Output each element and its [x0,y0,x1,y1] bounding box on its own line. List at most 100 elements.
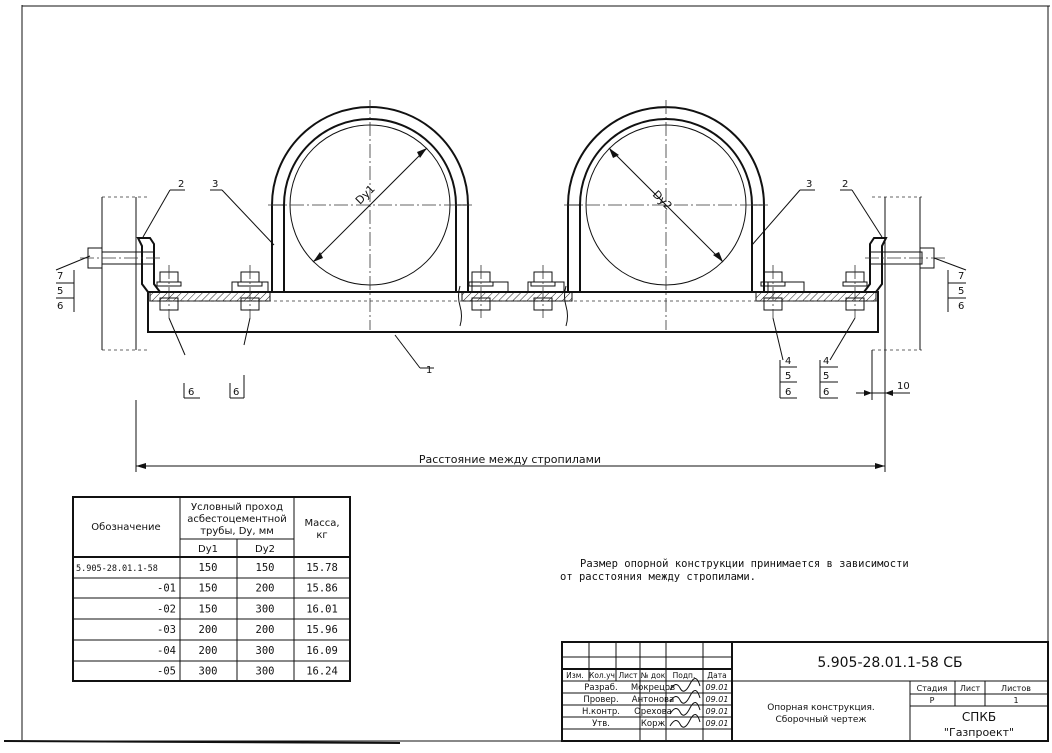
spec-cell-dy2: 300 [256,666,275,678]
tb-role: Утв. [592,719,610,729]
break-lines [458,285,568,327]
spec-cell-dy2: 300 [256,645,275,657]
tb-name: Корж [641,719,666,729]
callout-6-a: 6 [785,387,791,398]
sheet-frame [3,5,1050,744]
note-line-2: от расстояния между стропилами. [560,571,756,583]
tb-name: Антонова [632,695,675,705]
pipe-clamp-1 [231,100,509,330]
tb-date: 09.01 [706,683,729,692]
callout-2-right: 2 [842,179,848,190]
spec-cell-dy2: 200 [256,624,275,636]
spec-cell-dy1: 150 [199,562,218,574]
callout-6-b: 6 [823,387,829,398]
tb-col-izm: Изм. [566,671,584,680]
spec-cell-dy2: 300 [256,603,275,615]
callout-1: 1 [426,365,432,376]
callout-6-bottom-a: 6 [188,387,194,398]
spec-cell-mass: 16.24 [306,666,338,678]
spec-header-mass-line1: Масса, [304,518,339,529]
tb-date: 09.01 [706,695,729,704]
spec-cell-mass: 16.01 [306,603,338,615]
spec-cell-mass: 15.86 [306,583,338,595]
rafter-left [101,196,148,351]
spec-cell-mass: 16.09 [306,645,338,657]
spec-sub-dy2: Dy2 [255,544,275,555]
tb-name: Мокрецов [631,683,675,693]
spec-cell-designation: 5.905-28.01.1-58 [76,564,158,574]
spec-cell-dy1: 200 [199,645,218,657]
spec-cell-designation: -01 [157,583,176,595]
leader-lines [55,189,967,399]
title-line-1: Опорная конструкция. [767,703,875,713]
spec-cell-dy1: 150 [199,583,218,595]
callout-4-b: 4 [823,356,829,367]
spec-cell-dy1: 200 [199,624,218,636]
doc-number: 5.905-28.01.1-58 СБ [817,655,962,671]
pipe-label-dy1: Dy1 [353,182,378,207]
bracket-right [862,237,888,293]
bolt-left [80,247,160,269]
callout-7-right: 7 [958,271,964,282]
signature-mark [669,702,701,716]
spec-cell-mass: 15.96 [306,624,338,636]
tb-col-sign: Подп. [673,671,696,680]
spec-cell-designation: -05 [157,666,176,678]
tb-col-list: Лист [618,671,638,680]
spec-table [72,496,351,682]
span-dimension [135,400,886,472]
note-line-1: Размер опорной конструкции принимается в… [580,558,909,570]
support-beam [147,291,879,333]
tb-role: Разраб. [584,683,617,693]
callout-3-left: 3 [212,179,218,190]
tb-date: 09.01 [706,707,729,716]
spec-cell-dy2: 150 [256,562,275,574]
spec-rows: 5.905-28.01.1-58 150 150 15.78 -01 150 200 15.8… [76,562,338,678]
callout-5-left: 5 [57,286,63,297]
span-label: Расстояние между стропилами [419,453,601,466]
tb-col-doc: № док [641,671,666,680]
title-line-2: Сборочный чертеж [775,715,866,725]
spec-header-pipe-line3: трубы, Dy, мм [200,526,274,537]
sheets-header: Листов [1001,684,1031,693]
spec-header-designation: Обозначение [91,522,160,533]
bolt-right [865,247,945,269]
spec-cell-designation: -04 [157,645,176,657]
callout-7-left: 7 [57,271,63,282]
org-line-1: СПКБ [962,710,996,724]
sheets-value: 1 [1013,696,1018,705]
callout-6-bottom-b: 6 [233,387,239,398]
callout-6-left: 6 [57,301,63,312]
stage-header: Стадия [917,684,948,693]
spec-cell-mass: 15.78 [306,562,338,574]
signature-mark [669,690,701,704]
pipe-label-dy2: Dy2 [650,188,675,213]
tb-col-koluch: Кол.уч [589,671,615,680]
tb-name: Орехова [634,707,672,717]
org-line-2: "Газпроект" [944,726,1014,739]
signature-mark [669,678,701,692]
tb-role: Н.контр. [582,707,620,717]
callout-5-a: 5 [785,371,791,382]
callout-3-right: 3 [806,179,812,190]
tb-col-date: Дата [707,671,726,680]
sheet-header: Лист [960,684,981,693]
callout-6-right: 6 [958,301,964,312]
tb-date: 09.01 [706,719,729,728]
dimension-10 [856,350,910,400]
spec-header-mass-line2: кг [316,530,327,541]
signature-mark [669,714,701,728]
stage-value: Р [930,696,935,705]
spec-cell-dy1: 150 [199,603,218,615]
spec-header-pipe-line2: асбестоцементной [187,514,287,525]
callout-4-a: 4 [785,356,791,367]
spec-cell-designation: -03 [157,624,176,636]
callout-2-left: 2 [178,179,184,190]
spec-cell-designation: -02 [157,603,176,615]
spec-cell-dy2: 200 [256,583,275,595]
spec-header-pipe-line1: Условный проход [191,502,283,513]
bolt-group [156,265,868,318]
callout-5-b: 5 [823,371,829,382]
